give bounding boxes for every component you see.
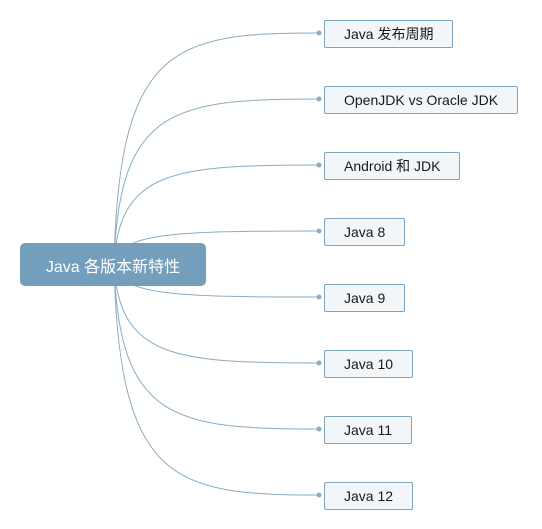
connector-endpoint-dot	[316, 228, 322, 234]
topic-label: Java 9	[344, 290, 386, 306]
topic-java-10[interactable]: Java 10	[324, 350, 414, 378]
topic-openjdk-vs-oracle-jdk[interactable]: OpenJDK vs Oracle JDK	[324, 86, 519, 114]
connector-endpoint-dot	[316, 426, 322, 432]
connector-endpoint-dot	[316, 30, 322, 36]
connector-line	[113, 32, 320, 265]
root-topic-label: Java 各版本新特性	[45, 258, 181, 276]
connector-endpoint-dot	[316, 294, 322, 300]
topic-label: Java 12	[344, 488, 394, 504]
topic-label: Java 发布周期	[344, 26, 434, 42]
topic-java-12[interactable]: Java 12	[324, 482, 414, 510]
connector-endpoint-dot	[316, 492, 322, 498]
topic-java-release-cycle[interactable]: Java 发布周期	[324, 20, 454, 48]
connector-line	[113, 263, 320, 430]
connector-endpoint-dot	[316, 162, 322, 168]
root-topic[interactable]: Java 各版本新特性	[20, 243, 206, 286]
connector-line	[113, 263, 320, 496]
connector-endpoint-dot	[316, 96, 322, 102]
topic-android-and-jdk[interactable]: Android 和 JDK	[324, 152, 461, 180]
connector-line	[113, 98, 320, 265]
topic-java-8[interactable]: Java 8	[324, 218, 406, 246]
topic-label: Java 11	[344, 422, 392, 438]
topic-label: Android 和 JDK	[344, 158, 441, 174]
connector-line	[113, 164, 320, 265]
topic-java-11[interactable]: Java 11	[324, 416, 412, 444]
topic-label: OpenJDK vs Oracle JDK	[344, 92, 499, 108]
connector-endpoint-dot	[316, 360, 322, 366]
connector-line	[113, 263, 320, 364]
topic-label: Java 8	[344, 224, 386, 240]
topic-label: Java 10	[344, 356, 394, 372]
topic-java-9[interactable]: Java 9	[324, 284, 406, 312]
